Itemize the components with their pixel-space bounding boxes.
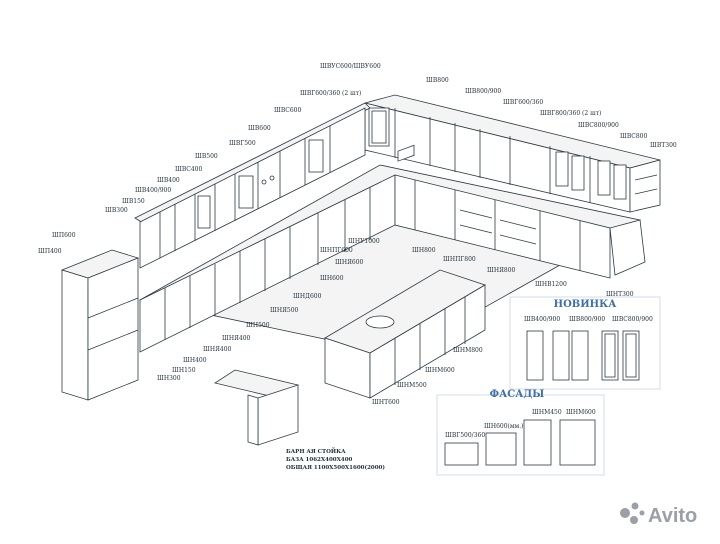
novinka-panel: НОВИНКА ШВ400/900 ШВ800/900 ШВС800/900 <box>509 296 661 390</box>
label-shnt300: ШНТ300 <box>606 291 634 298</box>
label-shn800: ШН800 <box>412 247 436 254</box>
upper-cabinets-right <box>364 94 661 213</box>
fasady-item-4-label: ШНМ600 <box>566 409 596 416</box>
bar-counter <box>213 369 300 446</box>
bar-caption-line3: ОБЩАЯ 1100Х500Х1600(2000) <box>286 464 385 471</box>
label-shvs400: ШВС400 <box>175 166 202 173</box>
label-shnt600: ШНТ600 <box>372 399 400 406</box>
label-shv800-900: ШВ800/900 <box>465 88 501 95</box>
label-shvs600: ШВС600 <box>274 107 301 114</box>
watermark-dot-1 <box>620 508 630 518</box>
upper-cabinets-left <box>134 102 371 269</box>
label-shv800: ШВ800 <box>426 77 449 84</box>
label-shvs800: ШВС800 <box>620 133 647 140</box>
watermark-text: Avito <box>648 505 697 527</box>
bar-counter-caption: БАРН АЯ СТОЙКА БАЗА 1062Х400Х400 ОБЩАЯ 1… <box>286 447 385 471</box>
module-labels: ШВУС600/ШВУ600 ШВ800 ШВ800/900 ШВГ600/36… <box>38 63 677 406</box>
label-shnya600: ШНЯ600 <box>335 259 364 266</box>
fasady-item-3-label: ШНМ450 <box>532 409 562 416</box>
label-shv400-900: ШВ400/900 <box>135 187 171 194</box>
label-shn150: ШН150 <box>172 367 196 374</box>
fasad-4 <box>559 419 596 466</box>
label-shn400: ШН400 <box>183 357 207 364</box>
label-shnu1000: ШНУ1000 <box>348 238 380 245</box>
label-shp400: ШП400 <box>38 248 62 255</box>
novinka-title: НОВИНКА <box>554 299 618 310</box>
watermark-dot-2 <box>631 502 639 510</box>
label-shv150: ШВ150 <box>122 198 145 205</box>
novinka-item-3-label: ШВС800/900 <box>612 316 653 323</box>
label-shvg600-360-2: ШВГ600/360 (2 шт) <box>300 90 361 97</box>
label-shv600: ШВ600 <box>248 125 271 132</box>
label-shn300: ШН300 <box>157 375 181 382</box>
label-shnya400: ШНЯ400 <box>222 335 251 342</box>
fasad-3 <box>523 419 552 466</box>
watermark-dot-3 <box>630 516 638 524</box>
novinka-item-1-label: ШВ400/900 <box>524 316 560 323</box>
label-shp600: ШП600 <box>52 232 76 239</box>
watermark-dot-4 <box>639 510 645 516</box>
fasady-title: ФАСАДЫ <box>490 389 545 400</box>
fasad-1 <box>444 442 479 466</box>
novinka-item-2-label: ШВ800/900 <box>569 316 605 323</box>
label-shnm800: ШНМ800 <box>453 347 483 354</box>
label-shnpg600: ШНПГ600 <box>320 247 353 254</box>
label-shnm600: ШНМ600 <box>425 367 455 374</box>
bar-caption-line2: БАЗА 1062Х400Х400 <box>286 457 353 463</box>
label-shvg500: ШВГ500 <box>229 140 256 147</box>
novinka-door-2b <box>571 330 589 381</box>
island-unit <box>324 144 486 399</box>
tall-cabinet <box>60 249 140 401</box>
avito-watermark: Avito <box>620 502 697 527</box>
fasady-item-1-label: ШВГ500/360 <box>445 432 485 439</box>
label-shv500: ШВ500 <box>195 153 218 160</box>
label-shv400: ШВ400 <box>157 177 180 184</box>
bar-caption-line1: БАРН АЯ СТОЙКА <box>286 447 346 455</box>
label-shnm500: ШНМ500 <box>397 382 427 389</box>
label-shvs800-900: ШВС800/900 <box>578 122 619 129</box>
novinka-door-2a <box>552 330 570 381</box>
label-shv300: ШВ300 <box>105 207 128 214</box>
label-shnya500: ШНЯ500 <box>270 307 299 314</box>
label-shvg800-360-2: ШВГ800/360 (2 шт) <box>540 110 601 117</box>
label-shnya800: ШНЯ800 <box>487 267 516 274</box>
fasady-item-2-label: ШН600(мм.) <box>484 423 523 430</box>
fasady-panel: ФАСАДЫ ШВГ500/360 ШН600(мм.) ШНМ450 ШНМ6… <box>436 389 605 476</box>
label-shn500: ШН500 <box>246 322 270 329</box>
label-shnpg800: ШНПГ800 <box>443 256 476 263</box>
label-shvg600-360: ШВГ600/360 <box>503 99 543 106</box>
label-shvt300: ШВТ300 <box>650 142 677 149</box>
fasad-2 <box>485 432 517 466</box>
label-shus: ШВУС600/ШВУ600 <box>320 63 381 70</box>
base-cabinets-run <box>138 164 646 356</box>
label-shnd600: ШНД600 <box>293 293 322 300</box>
label-shnv1200: ШНВ1200 <box>535 281 567 288</box>
label-shn600: ШН600 <box>320 275 344 282</box>
label-shnya400b: ШНЯ400 <box>203 346 232 353</box>
novinka-door-1 <box>526 330 544 381</box>
